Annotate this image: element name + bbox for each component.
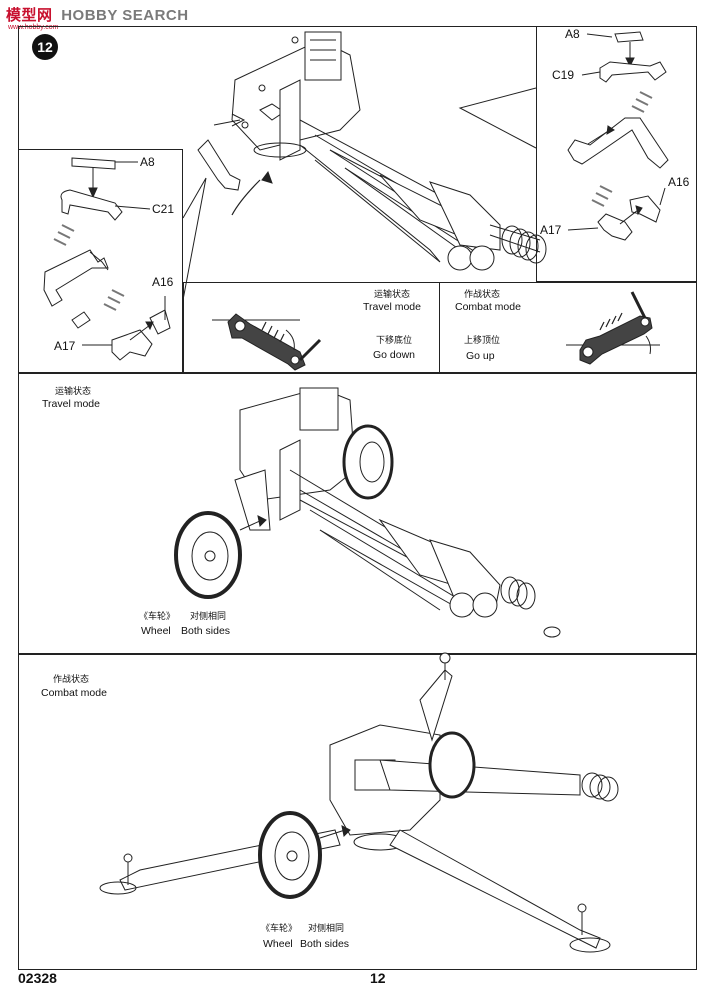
left-parts-box (18, 149, 183, 373)
lever-up-cn: 上移顶位 (464, 336, 501, 346)
travel-sides-cn: 对侧相同 (190, 612, 227, 622)
lever-down-en: Go down (373, 349, 416, 361)
part-a8-left: A8 (140, 155, 155, 169)
callout-right (458, 87, 537, 149)
watermark-cn: 模型网 (6, 6, 53, 24)
combat-howitzer (99, 652, 619, 953)
product-code: 02328 (18, 970, 57, 986)
travel-mode-cn: 运输状态 (55, 387, 92, 397)
part-a17-left: A17 (54, 339, 76, 353)
combat-sides-cn: 对侧相同 (308, 924, 345, 934)
lever-box (183, 282, 697, 373)
travel-sides-en: Both sides (181, 625, 231, 637)
right-parts-box (536, 26, 697, 282)
combat-mode-cn: 作战状态 (53, 675, 90, 685)
combat-wheel-cn: 《车轮》 (261, 924, 298, 934)
step-number: 12 (37, 39, 53, 55)
lever-travel-drawing (212, 313, 322, 371)
lever-combat-cn: 作战状态 (464, 290, 501, 300)
travel-wheel-cn: 《车轮》 (139, 612, 176, 622)
travel-howitzer (174, 387, 561, 638)
lever-divider (439, 282, 440, 373)
watermark-site: www.hobby.com (8, 24, 59, 31)
combat-wheel-en: Wheel (263, 938, 293, 950)
travel-mode-en: Travel mode (42, 398, 100, 410)
combat-panel (18, 654, 697, 970)
part-c21-left: C21 (152, 202, 175, 216)
left-parts-drawing (43, 157, 171, 361)
part-a8-right: A8 (565, 27, 580, 41)
callout-left (182, 177, 207, 301)
lever-up-en: Go up (466, 350, 495, 362)
lever-travel-cn: 运输状态 (374, 290, 411, 300)
lever-combat-en: Combat mode (455, 301, 521, 313)
top-howitzer (197, 31, 547, 271)
right-parts-drawing (567, 31, 669, 241)
watermark-en: HOBBY SEARCH (61, 7, 189, 24)
part-a16-right: A16 (668, 175, 690, 189)
part-c19-right: C19 (552, 68, 575, 82)
combat-sides-en: Both sides (300, 938, 350, 950)
lever-combat-drawing (566, 291, 660, 365)
travel-panel (18, 373, 697, 654)
lever-travel-en: Travel mode (363, 301, 421, 313)
combat-mode-en: Combat mode (41, 687, 107, 699)
part-a16-left: A16 (152, 275, 174, 289)
travel-wheel-en: Wheel (141, 625, 171, 637)
lever-down-cn: 下移底位 (376, 336, 413, 346)
step-badge: 12 (32, 34, 58, 60)
part-a17-right: A17 (540, 223, 562, 237)
watermark: 模型网 HOBBY SEARCH (6, 4, 189, 25)
page-number: 12 (370, 970, 386, 986)
